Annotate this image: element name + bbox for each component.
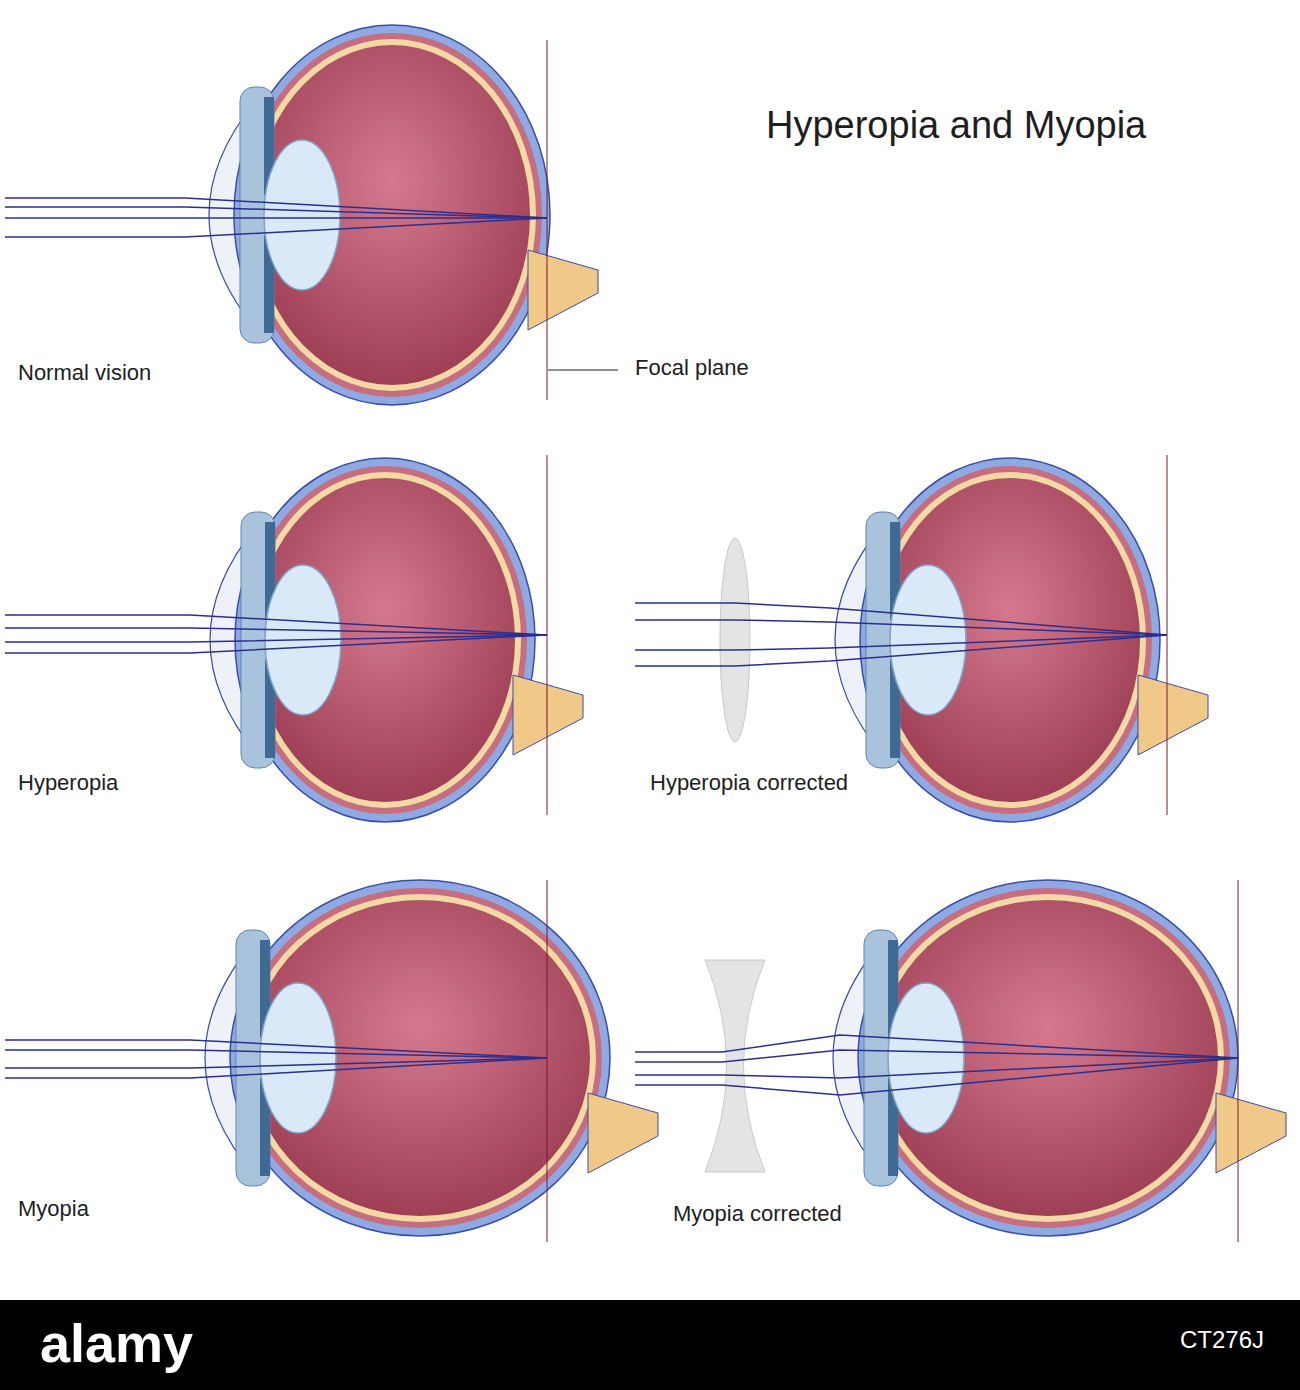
choroid <box>866 888 1230 1228</box>
light-ray <box>5 218 547 237</box>
light-ray <box>5 615 547 635</box>
light-ray <box>5 1058 547 1078</box>
light-ray <box>635 1050 1238 1062</box>
sclera <box>230 880 610 1236</box>
sclera <box>860 458 1160 822</box>
light-ray <box>635 1058 1238 1095</box>
myopic-eye <box>205 880 658 1236</box>
light-ray <box>635 1035 1238 1058</box>
light-ray <box>635 635 1167 650</box>
vitreous-body <box>878 900 1218 1216</box>
watermark-bar <box>0 1300 1300 1390</box>
watermark: alamy <box>40 1312 193 1374</box>
caption-label: Myopia corrected <box>673 1201 842 1226</box>
caption-label: Normal vision <box>18 360 151 385</box>
title: Hyperopia and Myopia <box>766 104 1146 148</box>
light-ray <box>5 628 547 635</box>
normal-eye <box>209 25 598 405</box>
optic-nerve <box>1216 1093 1286 1173</box>
focal-plane-line <box>547 880 548 1242</box>
crystalline-lens <box>890 565 966 715</box>
part-label: Focal plane <box>635 355 749 380</box>
stock-id: CT276J <box>1180 1326 1264 1354</box>
focal-plane-line <box>547 40 548 400</box>
light-ray <box>5 217 547 219</box>
light-ray <box>5 207 547 218</box>
crystalline-lens <box>888 983 964 1133</box>
light-ray <box>635 603 1167 635</box>
convex-lens <box>720 538 750 742</box>
caption-label: Hyperopia <box>18 770 118 795</box>
caption-label: Myopia <box>18 1196 89 1221</box>
optic-nerve <box>528 250 598 330</box>
optic-nerve <box>1138 675 1208 755</box>
crystalline-lens <box>260 983 336 1133</box>
light-ray <box>635 620 1167 635</box>
light-ray <box>635 1058 1238 1078</box>
light-ray <box>635 635 1167 666</box>
light-ray <box>5 1040 547 1058</box>
leader-line <box>548 370 618 371</box>
light-ray <box>5 635 547 653</box>
retina <box>872 894 1224 1222</box>
light-ray <box>5 1050 547 1058</box>
caption-label: Hyperopia corrected <box>650 770 848 795</box>
optic-nerve <box>588 1093 658 1173</box>
sclera <box>858 880 1238 1236</box>
light-ray <box>5 198 547 218</box>
optic-nerve <box>513 675 583 755</box>
concave-lens <box>705 960 765 1172</box>
focal-plane-line <box>1238 880 1239 1242</box>
crystalline-lens <box>264 140 340 290</box>
